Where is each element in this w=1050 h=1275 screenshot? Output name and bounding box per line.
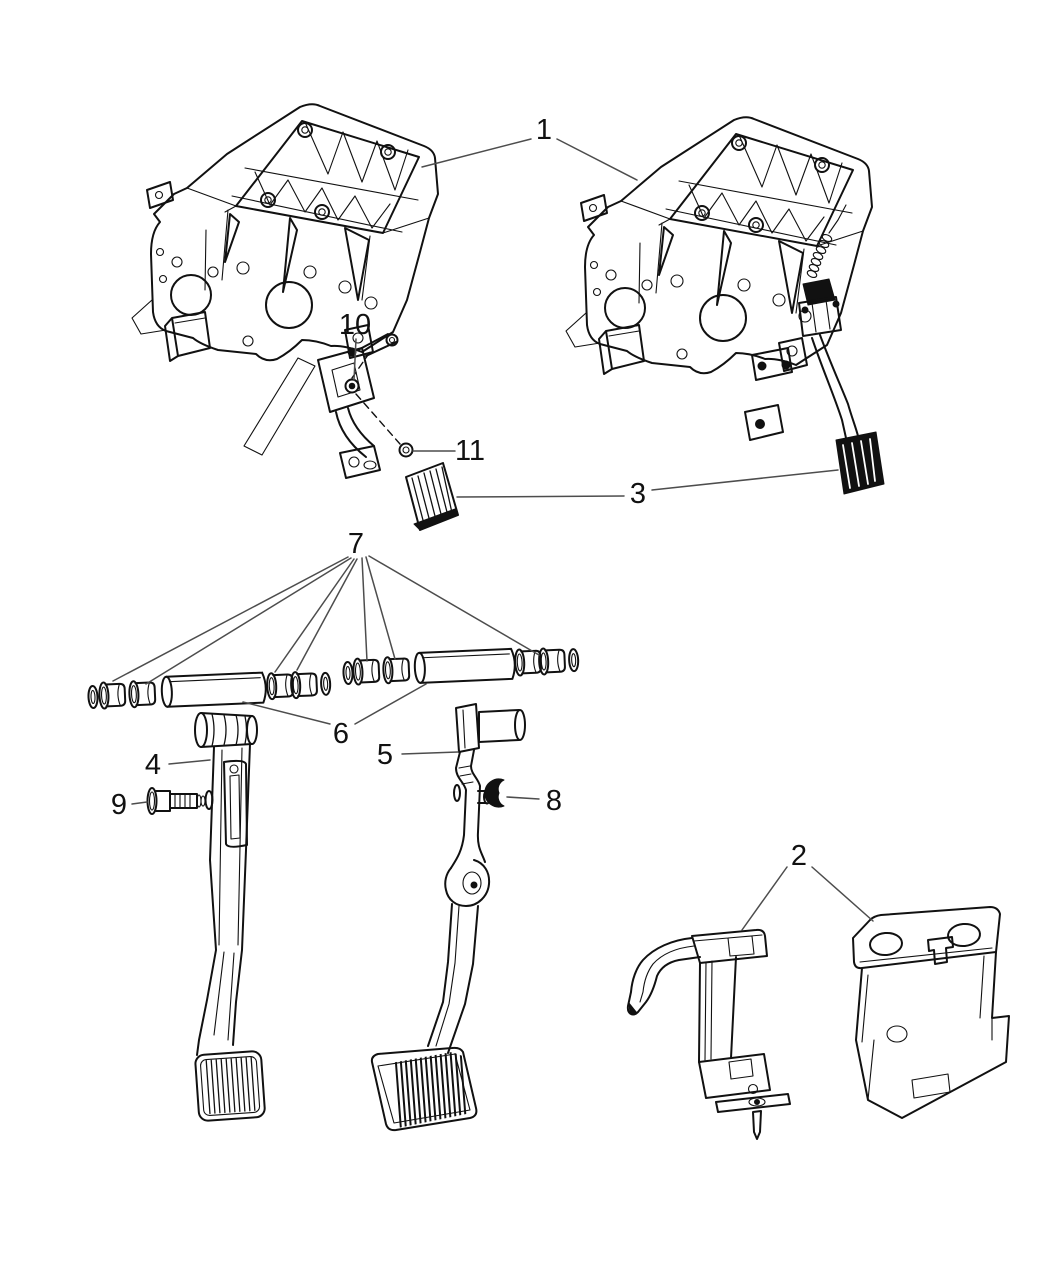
leader-line-10 [353,338,357,381]
brake-pedal-pad [370,1046,478,1132]
callout-10: 10 [339,309,371,341]
leader-line-9 [131,801,148,805]
brake-pedal-sleeve [478,709,526,743]
leader-line-3 [651,469,839,491]
pivot-bushing [513,647,543,677]
mounting-screw-11 [398,442,414,458]
clutch-pedal-pad [194,1050,266,1122]
clutch-pedal-sleeve [194,712,258,748]
leader-line-6 [242,701,331,725]
callout-6: 6 [333,718,349,750]
leader-line-1 [556,138,638,181]
washer [342,660,354,686]
leader-line-7 [361,557,368,662]
leader-line-4 [168,759,211,765]
callout-2: 2 [791,840,807,872]
support-bracket-left [626,928,791,1140]
accelerator-pedal-pad [405,462,459,531]
pivot-shaft [160,671,267,708]
trim-panel [243,357,316,456]
leader-line-7 [365,556,396,660]
retaining-clip [484,778,505,808]
pivot-bushing [127,679,157,709]
callout-layer: 1 2 3 4 56 7 8 9 10 11 [111,114,874,931]
callout-7: 7 [348,528,364,560]
pivot-shaft-set-right [342,646,580,686]
callout-1: 1 [536,114,552,146]
leader-line-7 [368,555,540,656]
washer [567,647,580,673]
pivot-bushing [289,670,319,700]
accelerator-mount-bracket [317,347,375,413]
leader-line-7 [296,558,358,671]
leader-line-8 [506,796,540,800]
pedal-bracket-assembly-right [565,116,873,375]
clutch-pedal [194,712,266,1122]
accelerator-pedal-with-bracket [243,333,459,531]
callout-3: 3 [630,478,646,510]
pivot-bushing [351,656,381,686]
leader-line-1 [421,138,532,168]
accelerator-pedal-installed [744,204,885,495]
leader-line-2 [811,866,874,922]
leader-line-7 [145,557,352,685]
pivot-shaft [413,647,516,684]
washer [87,684,99,710]
leader-line-3 [456,495,625,498]
callout-11: 11 [455,435,485,467]
leader-line-2 [741,866,788,931]
support-bracket-right [852,906,1010,1119]
callout-4: 4 [145,749,161,781]
pedal-bracket-assembly-left [131,103,439,362]
wiring-coil [806,234,833,278]
callout-5: 5 [377,739,393,771]
pivot-bushing [265,671,295,701]
brake-pedal [370,703,526,1132]
leader-line-7 [274,558,355,673]
leader-line-6 [354,683,427,725]
callout-9: 9 [111,789,127,821]
mounting-bolt-10 [344,378,360,394]
leader-line-5 [401,751,459,755]
pivot-bushing [537,646,567,676]
washer [319,671,332,697]
pivot-bolt [146,787,206,815]
pivot-bushing [381,655,411,685]
callout-8: 8 [546,785,562,817]
leader-line-7 [112,556,349,682]
pivot-bushing [97,680,127,710]
accelerator-pedal-pad-installed [835,431,885,495]
